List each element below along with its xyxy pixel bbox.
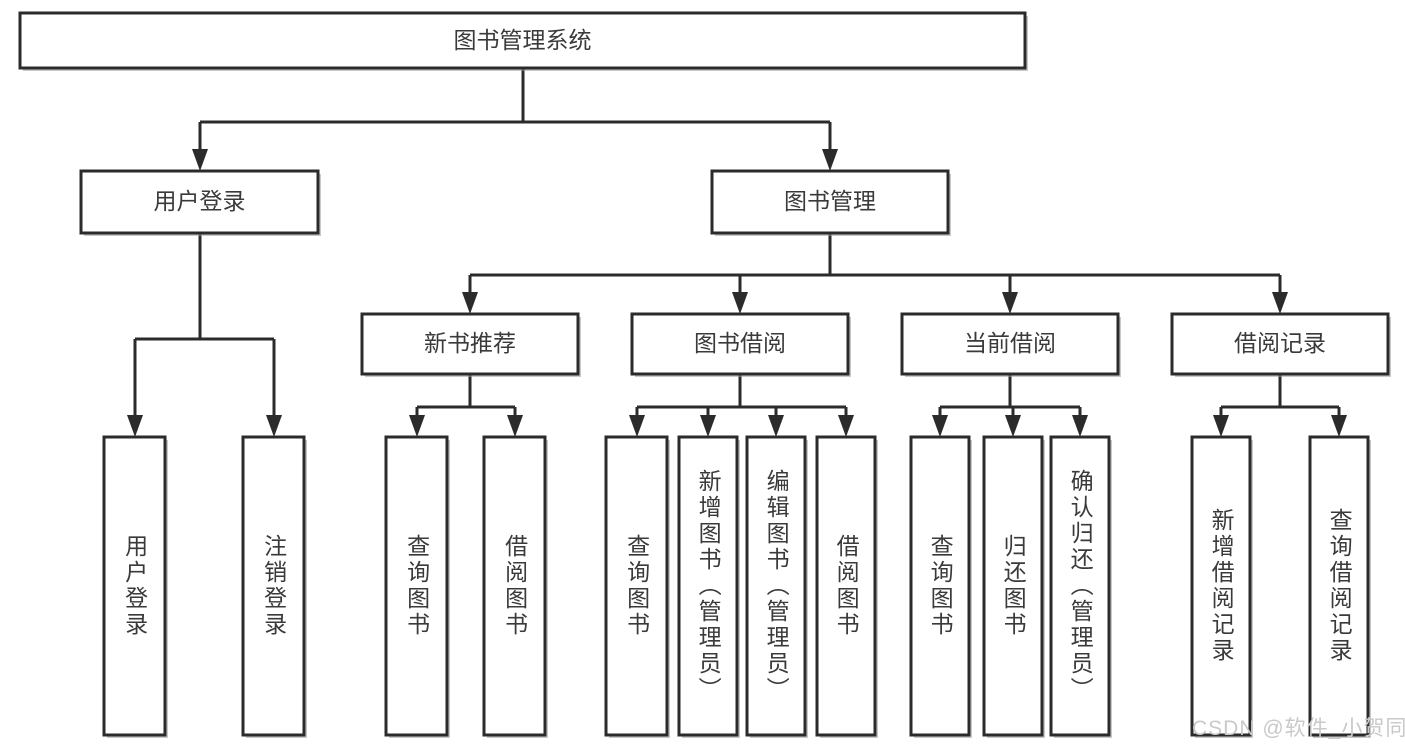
edge-arrow-leaf-borrow-book-2 <box>838 415 854 437</box>
edge-arrow-leaf-user-login <box>127 415 143 437</box>
node-box-borrow-record[interactable] <box>1170 312 1390 376</box>
node-box-leaf-user-logout[interactable] <box>241 435 306 737</box>
node-box-new-book-recommend[interactable] <box>360 312 580 376</box>
node-box-leaf-borrow-book-1[interactable] <box>482 435 547 737</box>
edge-arrow-leaf-query-book-3 <box>932 415 948 437</box>
edge-arrow-leaf-user-logout <box>266 415 282 437</box>
edge-arrow-leaf-add-record <box>1213 415 1229 437</box>
edge-arrow-book-manage <box>822 149 838 171</box>
edge-arrow-leaf-query-book-2 <box>629 415 645 437</box>
edge-arrow-leaf-query-record <box>1331 415 1347 437</box>
node-box-root[interactable] <box>18 11 1027 70</box>
node-box-leaf-query-book-2[interactable] <box>604 435 669 737</box>
node-box-leaf-confirm-return[interactable] <box>1049 435 1111 737</box>
edge-arrow-leaf-return-book <box>1005 415 1021 437</box>
node-box-book-manage[interactable] <box>710 169 950 235</box>
edge-arrow-borrow-record <box>1272 292 1288 314</box>
edge-arrow-current-borrow <box>1002 292 1018 314</box>
edge-arrow-user-login <box>192 149 208 171</box>
edge-arrow-new-book-recommend <box>462 292 478 314</box>
watermark: CSDN @软件_小贺同学 <box>1192 717 1405 740</box>
node-box-leaf-return-book[interactable] <box>982 435 1044 737</box>
boxes-layer <box>18 11 1391 738</box>
edge-arrow-leaf-confirm-return <box>1072 415 1088 437</box>
edges-layer <box>127 68 1347 437</box>
edge-arrow-book-borrow <box>732 292 748 314</box>
node-box-leaf-add-record[interactable] <box>1190 435 1252 737</box>
node-box-leaf-borrow-book-2[interactable] <box>815 435 877 737</box>
node-box-leaf-query-book-1[interactable] <box>384 435 449 737</box>
edge-arrow-leaf-query-book-1 <box>409 415 425 437</box>
node-box-book-borrow[interactable] <box>630 312 850 376</box>
edge-arrow-leaf-borrow-book-1 <box>507 415 523 437</box>
edge-arrow-leaf-edit-book <box>768 415 784 437</box>
edge-arrow-leaf-add-book <box>700 415 716 437</box>
node-box-user-login[interactable] <box>79 169 320 235</box>
node-box-leaf-query-record[interactable] <box>1308 435 1370 737</box>
node-box-leaf-edit-book[interactable] <box>745 435 807 737</box>
node-box-leaf-user-login[interactable] <box>102 435 167 737</box>
node-box-current-borrow[interactable] <box>900 312 1120 376</box>
node-box-leaf-add-book[interactable] <box>677 435 739 737</box>
node-box-leaf-query-book-3[interactable] <box>909 435 971 737</box>
